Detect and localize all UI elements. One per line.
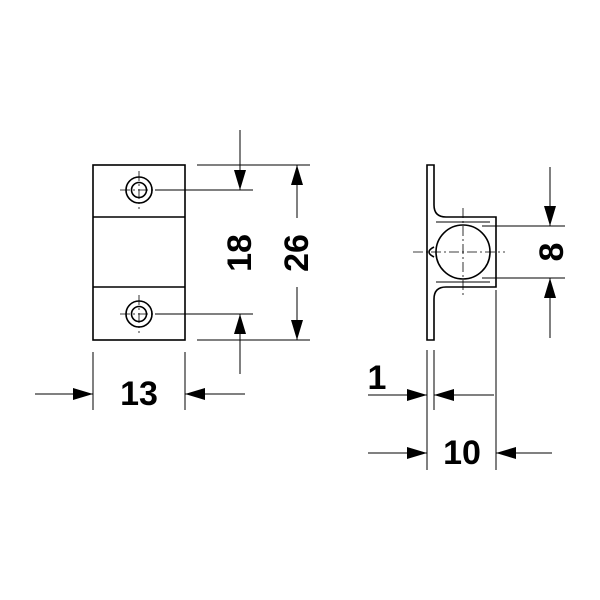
height-label: 26 (278, 234, 316, 272)
strike-plate-outline (92, 164, 186, 341)
upper-screw-hole-icon (120, 171, 158, 209)
ball-diameter-label: 8 (533, 243, 571, 262)
width-dimension: 13 (35, 375, 245, 413)
catch-ball-icon (413, 208, 505, 298)
hole-spacing-dimension: 18 (221, 130, 259, 374)
plate-profile-outline (426, 164, 497, 341)
width-label: 13 (120, 375, 158, 413)
thickness-dimension: 1 (368, 359, 494, 401)
height-dimension: 26 (278, 165, 316, 340)
spring-clip-left (428, 246, 435, 258)
side-view: 8 1 10 (368, 164, 571, 472)
ball-diameter-dimension: 8 (533, 167, 571, 338)
thickness-label: 1 (368, 359, 387, 397)
depth-label: 10 (443, 434, 481, 472)
front-view: 18 26 13 (35, 130, 316, 413)
depth-dimension: 10 (368, 434, 552, 472)
lower-screw-hole-icon (120, 295, 158, 333)
hole-spacing-label: 18 (221, 234, 259, 272)
